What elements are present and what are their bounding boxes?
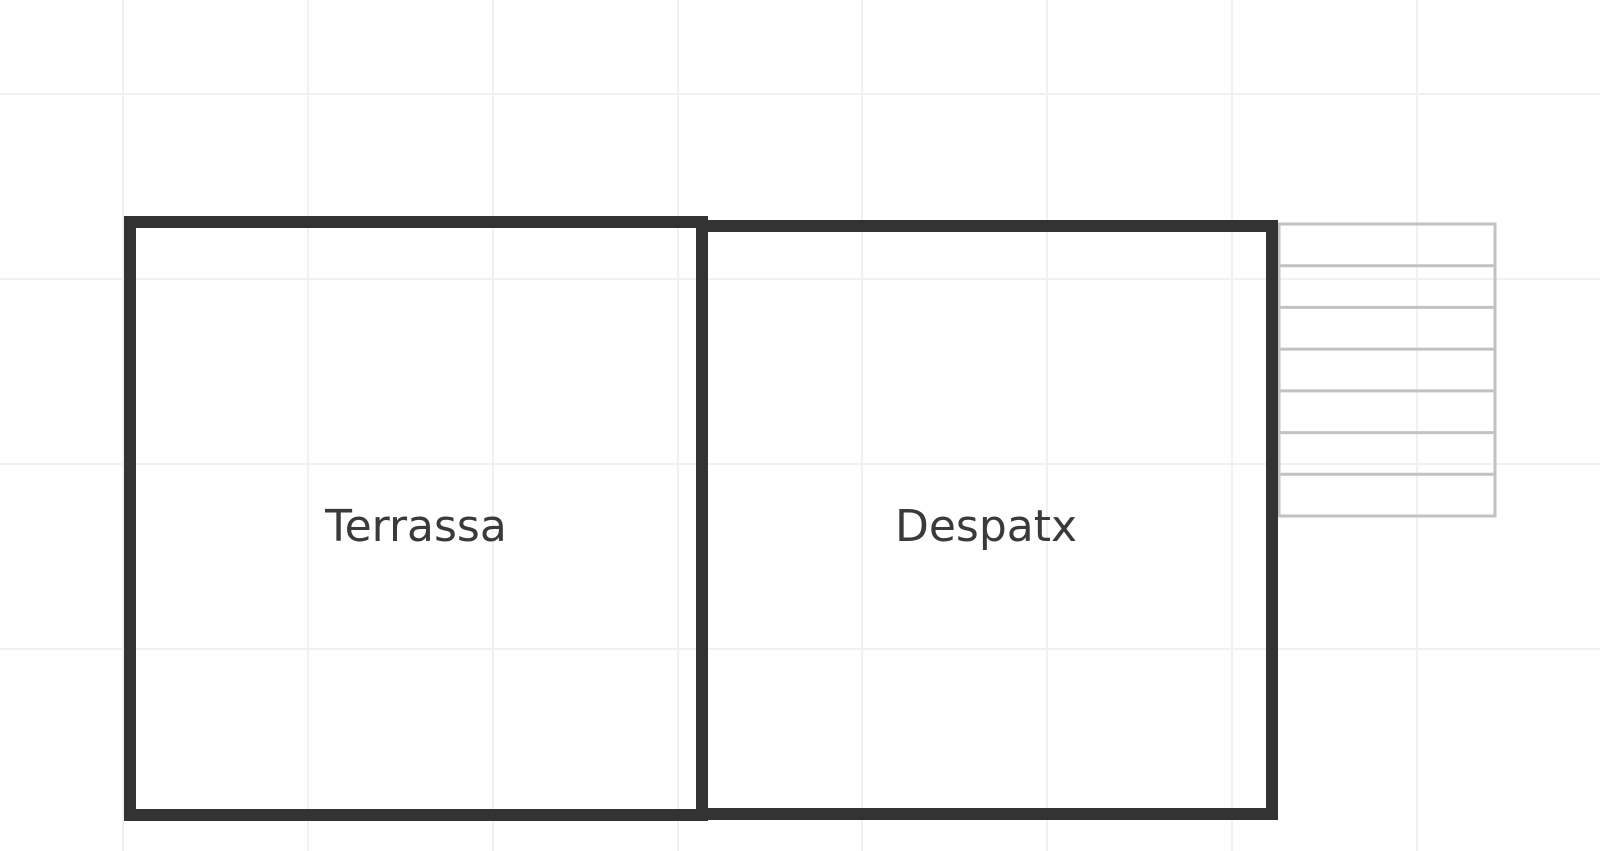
staircase-steps bbox=[1279, 264, 1495, 476]
staircase bbox=[1277, 222, 1497, 518]
room-terrassa-label: Terrassa bbox=[324, 501, 507, 552]
room-terrassa: Terrassa bbox=[124, 216, 708, 821]
room-despatx: Despatx bbox=[696, 220, 1278, 820]
room-despatx-label: Despatx bbox=[895, 501, 1077, 552]
staircase-outline bbox=[1277, 222, 1497, 518]
room-despatx-walls bbox=[696, 220, 1278, 820]
